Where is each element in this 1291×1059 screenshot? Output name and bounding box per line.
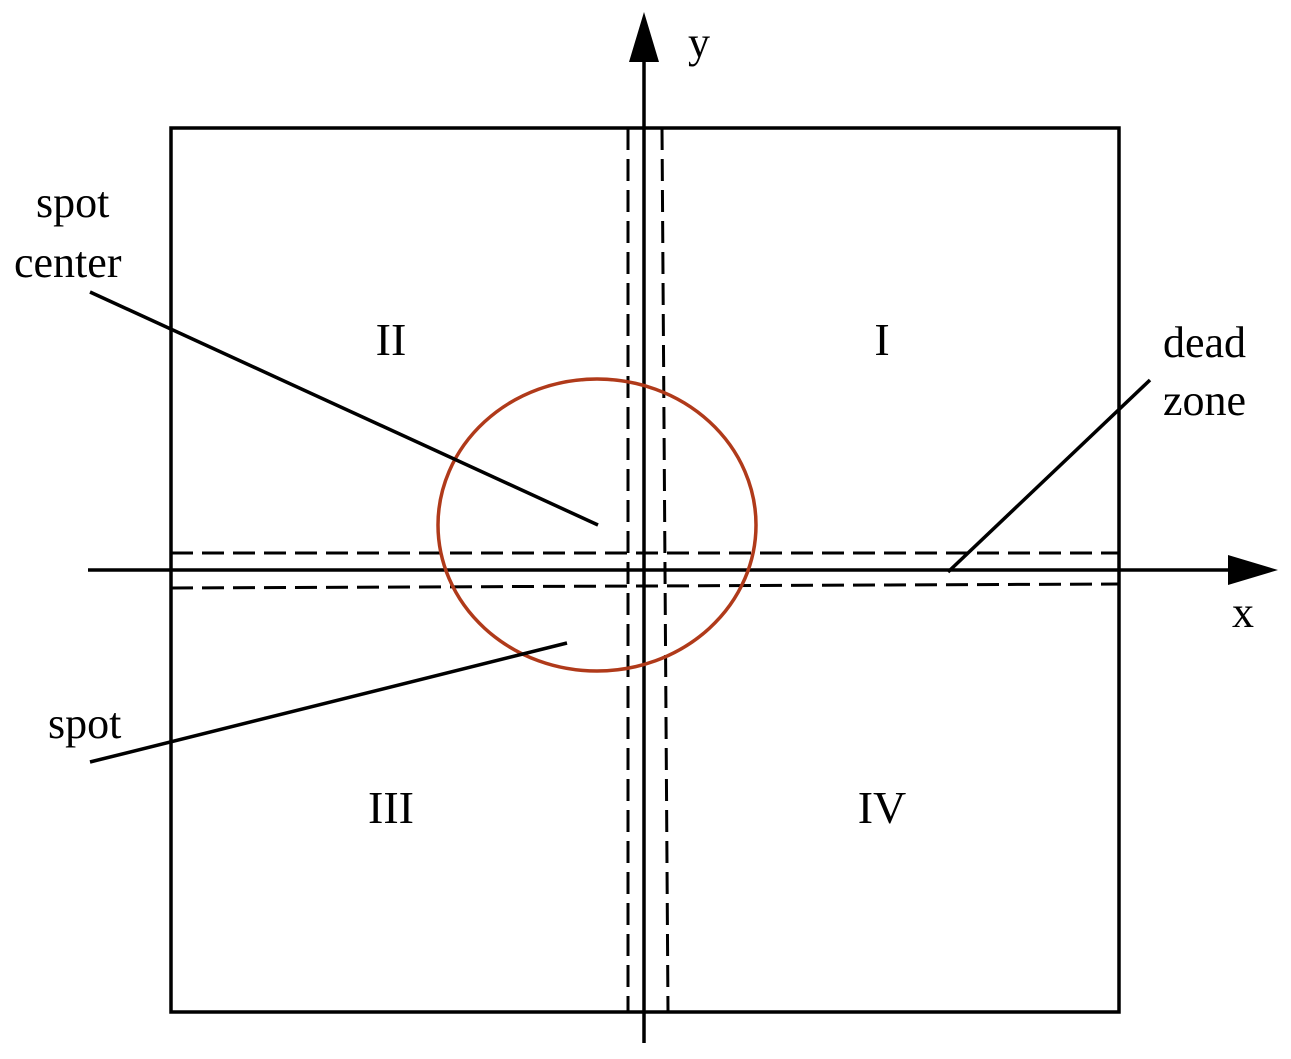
x-axis-label: x xyxy=(1232,588,1254,637)
spot-leader-line xyxy=(89,641,568,764)
spot-label: spot xyxy=(48,699,121,748)
x-axis-arrowhead-icon xyxy=(1228,555,1278,585)
dead-zone-leader-line xyxy=(946,378,1152,574)
spot-circle xyxy=(436,377,758,673)
spot-center-leader-line xyxy=(89,290,599,527)
quadrant-4-label: IV xyxy=(858,782,907,833)
spot-center-label-line2: center xyxy=(14,238,122,287)
quadrant-2-label: II xyxy=(376,314,407,365)
spot-center-label-line1: spot xyxy=(36,178,109,227)
dead-zone-label-line2: zone xyxy=(1163,376,1246,425)
quadrant-1-label: I xyxy=(874,314,889,365)
quadrant-3-label: III xyxy=(368,782,414,833)
y-axis-arrowhead-icon xyxy=(629,12,659,62)
dead-zone-label-line1: dead xyxy=(1163,318,1246,367)
y-axis-label: y xyxy=(688,18,710,67)
